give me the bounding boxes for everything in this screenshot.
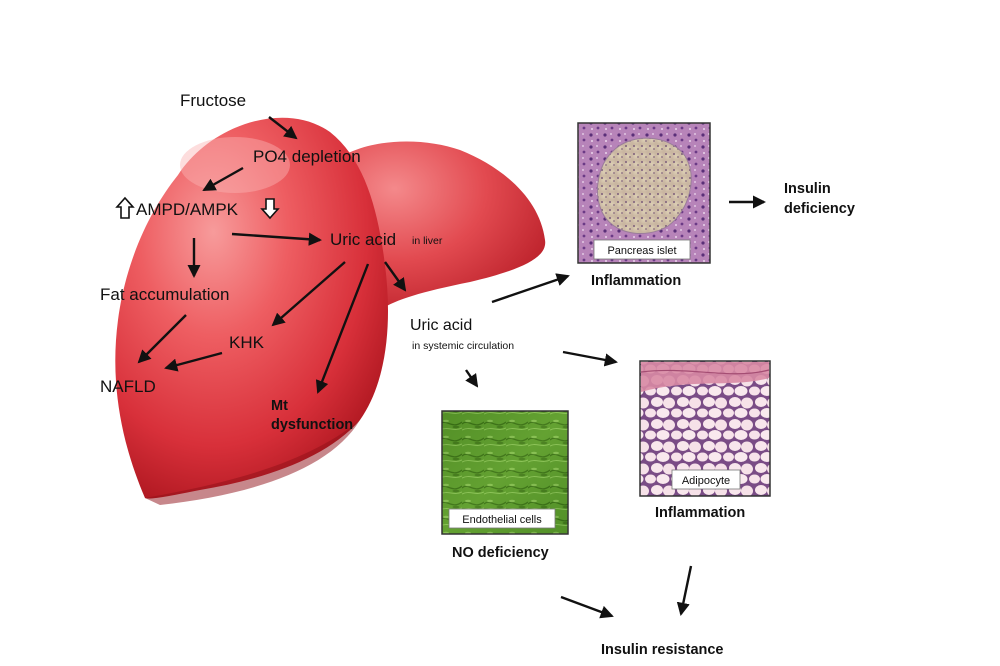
label-uric-acid-systemic-sub: in systemic circulation: [412, 340, 514, 352]
label-fructose: Fructose: [180, 91, 246, 110]
label-adipocyte-inflammation: Inflammation: [655, 505, 745, 521]
arrow-fructose-to-po4: [268, 116, 298, 140]
label-insulin-resistance: Insulin resistance: [601, 642, 724, 658]
adipocyte-panel: Adipocyte: [639, 360, 771, 497]
label-insulin: Insulin: [784, 181, 831, 197]
pancreas-caption: Pancreas islet: [607, 245, 676, 257]
adipocyte-caption: Adipocyte: [682, 475, 730, 487]
adipocyte-caption-box: [671, 469, 741, 490]
arrow-fat-to-nafld: [137, 314, 187, 364]
arrow-adipocyte-to-insulin-resistance: [676, 565, 693, 616]
arrow-khk-to-nafld: [164, 351, 223, 372]
ampk-down-arrow-icon: [260, 198, 280, 220]
endothelial-panel: Endothelial cells: [441, 410, 569, 535]
endothelial-caption: Endothelial cells: [462, 514, 542, 526]
label-khk: KHK: [229, 333, 265, 352]
arrow-ampd-to-uric-acid: [231, 232, 322, 246]
arrow-systemic-to-adipocyte: [562, 350, 618, 367]
label-pancreas-inflammation: Inflammation: [591, 273, 681, 289]
pancreas-islet-shape: [596, 137, 692, 234]
adipose-connective-band: [641, 362, 769, 392]
arrow-endothelial-to-insulin-resistance: [560, 595, 614, 619]
ampd-up-arrow-icon: [115, 196, 135, 219]
label-mt: Mt: [271, 398, 288, 414]
arrow-po4-to-ampd: [202, 166, 244, 192]
arrow-systemic-to-endothelial: [465, 369, 479, 388]
arrow-systemic-to-pancreas: [491, 273, 570, 304]
label-uric-acid-liver: Uric acid: [330, 230, 396, 249]
label-no-deficiency: NO deficiency: [452, 545, 549, 561]
label-mt-dysfunction: dysfunction: [271, 417, 353, 433]
label-ampd-ampk: AMPD/AMPK: [136, 200, 239, 219]
arrow-uric-to-mt: [315, 263, 370, 394]
arrow-uric-to-khk: [271, 261, 346, 327]
endothelial-caption-box: [448, 508, 556, 529]
liver-shadow: [145, 420, 360, 505]
label-nafld: NAFLD: [100, 377, 156, 396]
arrow-uric-liver-to-systemic: [384, 261, 407, 292]
label-deficiency: deficiency: [784, 201, 855, 217]
label-fat-accumulation: Fat accumulation: [100, 285, 229, 304]
label-uric-acid-systemic: Uric acid: [410, 317, 472, 334]
pancreas-caption-box: [593, 239, 691, 260]
label-uric-acid-liver-sub: in liver: [412, 235, 443, 247]
liver-main-lobe: [115, 117, 389, 499]
pancreas-islet-panel: Pancreas islet: [577, 122, 711, 264]
label-po4-depletion: PO4 depletion: [253, 147, 361, 166]
